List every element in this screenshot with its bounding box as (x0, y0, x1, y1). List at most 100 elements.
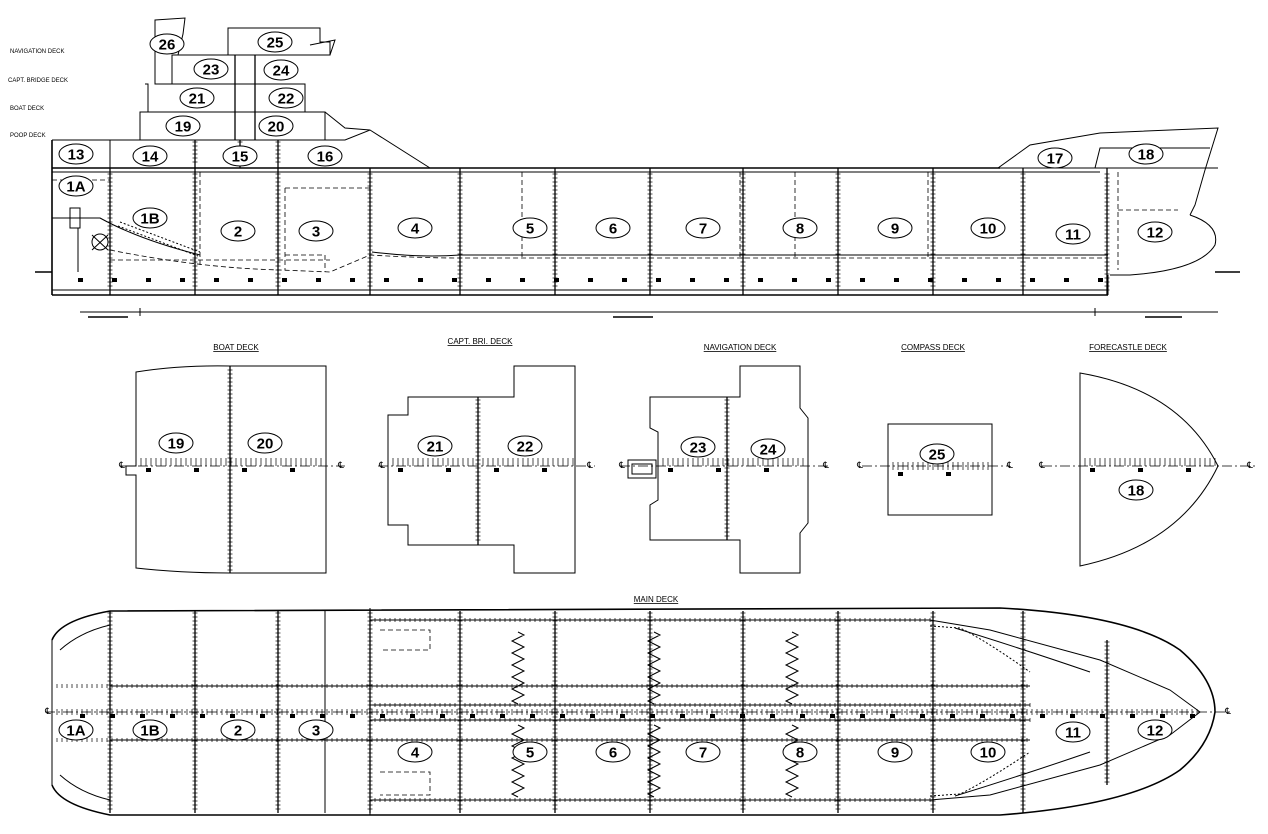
svg-text:22: 22 (517, 439, 534, 456)
compass-deck-plan (862, 423, 1010, 516)
main-deck-title: MAIN DECK (634, 595, 679, 604)
svg-text:19: 19 (175, 119, 192, 136)
main-deck-plan (45, 607, 1230, 816)
compass-deck-title: COMPASS DECK (901, 343, 966, 352)
profile-zone-10: 10 (970, 217, 1006, 239)
profile-zone-5: 5 (512, 217, 548, 239)
svg-text:21: 21 (189, 91, 206, 108)
svg-text:12: 12 (1147, 723, 1164, 740)
svg-text:7: 7 (699, 745, 707, 762)
profile-zone-23: 23 (193, 58, 229, 80)
svg-text:9: 9 (891, 221, 899, 238)
profile-zone-4: 4 (397, 217, 433, 239)
svg-text:25: 25 (267, 35, 284, 52)
svg-text:21: 21 (427, 439, 444, 456)
svg-text:8: 8 (796, 745, 804, 762)
svg-text:3: 3 (312, 723, 320, 740)
capt-bridge-deck-plan (378, 365, 595, 574)
profile-zone-12: 12 (1137, 221, 1173, 243)
profile-zone-17: 17 (1037, 147, 1073, 169)
svg-text:℄: ℄ (1038, 461, 1045, 471)
svg-text:℄: ℄ (856, 461, 863, 471)
main-zone-1A: 1A (58, 719, 94, 741)
boat-deck-title: BOAT DECK (213, 343, 259, 352)
main-zone-11: 11 (1055, 721, 1091, 743)
svg-text:℄: ℄ (1224, 707, 1231, 717)
main-zone-8: 8 (782, 741, 818, 763)
svg-text:9: 9 (891, 745, 899, 762)
profile-zone-7: 7 (685, 217, 721, 239)
navigation-deck-title: NAVIGATION DECK (704, 343, 777, 352)
svg-text:2: 2 (234, 224, 242, 241)
svg-text:11: 11 (1065, 725, 1081, 742)
svg-text:4: 4 (411, 221, 420, 238)
profile-zone-16: 16 (307, 145, 343, 167)
svg-text:6: 6 (609, 745, 617, 762)
svg-text:15: 15 (232, 149, 249, 166)
centerline-symbols: ℄℄℄℄℄℄℄℄℄℄℄℄ (44, 461, 1253, 717)
svg-text:18: 18 (1138, 147, 1155, 164)
profile-zone-1B: 1B (132, 207, 168, 229)
svg-text:14: 14 (142, 149, 159, 166)
forecastle-deck-plan (1042, 372, 1255, 567)
profile-zone-6: 6 (595, 217, 631, 239)
svg-text:℄: ℄ (118, 461, 125, 471)
nav-zone-24: 24 (750, 438, 786, 460)
profile-zone-9: 9 (877, 217, 913, 239)
svg-text:16: 16 (317, 149, 334, 166)
profile-zone-24: 24 (263, 59, 299, 81)
svg-text:℄: ℄ (1006, 461, 1013, 471)
main-zone-12: 12 (1137, 719, 1173, 741)
svg-text:22: 22 (278, 91, 295, 108)
forecastle-deck-title: FORECASTLE DECK (1089, 343, 1167, 352)
svg-text:18: 18 (1128, 483, 1145, 500)
profile-zone-13: 13 (58, 143, 94, 165)
svg-text:20: 20 (257, 436, 274, 453)
deck-label-navigation: NAVIGATION DECK (10, 49, 64, 55)
profile-zone-3: 3 (298, 220, 334, 242)
svg-text:17: 17 (1047, 151, 1064, 168)
svg-text:23: 23 (203, 62, 220, 79)
svg-text:5: 5 (526, 221, 534, 238)
profile-zone-19: 19 (165, 115, 201, 137)
profile-zone-18: 18 (1128, 143, 1164, 165)
profile-view (35, 17, 1240, 318)
capt-zone-22: 22 (507, 435, 543, 457)
compass-zone-25: 25 (919, 443, 955, 465)
forecastle-zone-18: 18 (1118, 479, 1154, 501)
svg-text:4: 4 (411, 745, 420, 762)
profile-zone-8: 8 (782, 217, 818, 239)
svg-text:12: 12 (1147, 225, 1164, 242)
nav-zone-23: 23 (680, 436, 716, 458)
main-zone-9: 9 (877, 741, 913, 763)
svg-text:℄: ℄ (1246, 461, 1253, 471)
deck-label-boat: BOAT DECK (10, 106, 44, 112)
profile-zone-21: 21 (179, 87, 215, 109)
capt-zone-21: 21 (417, 435, 453, 457)
svg-text:7: 7 (699, 221, 707, 238)
svg-text:1A: 1A (66, 179, 85, 196)
svg-text:℄: ℄ (618, 461, 625, 471)
profile-zone-14: 14 (132, 145, 168, 167)
profile-zone-26: 26 (149, 33, 185, 55)
profile-zone-1A: 1A (58, 175, 94, 197)
svg-text:℄: ℄ (586, 461, 593, 471)
svg-text:1A: 1A (66, 723, 85, 740)
svg-text:13: 13 (68, 147, 85, 164)
deck-label-poop: POOP DECK (10, 133, 46, 139)
main-zone-10: 10 (970, 741, 1006, 763)
plan-zone-labels: 19 20 21 22 23 24 25 18 (158, 432, 1154, 501)
svg-text:19: 19 (168, 436, 185, 453)
svg-text:10: 10 (980, 745, 997, 762)
svg-text:3: 3 (312, 224, 320, 241)
profile-zone-15: 15 (222, 145, 258, 167)
svg-text:℄: ℄ (337, 461, 344, 471)
boat-zone-19: 19 (158, 432, 194, 454)
svg-text:1B: 1B (140, 211, 159, 228)
profile-zone-2: 2 (220, 220, 256, 242)
svg-text:11: 11 (1065, 227, 1081, 244)
deck-label-capt-bridge: CAPT. BRIDGE DECK (8, 78, 68, 84)
